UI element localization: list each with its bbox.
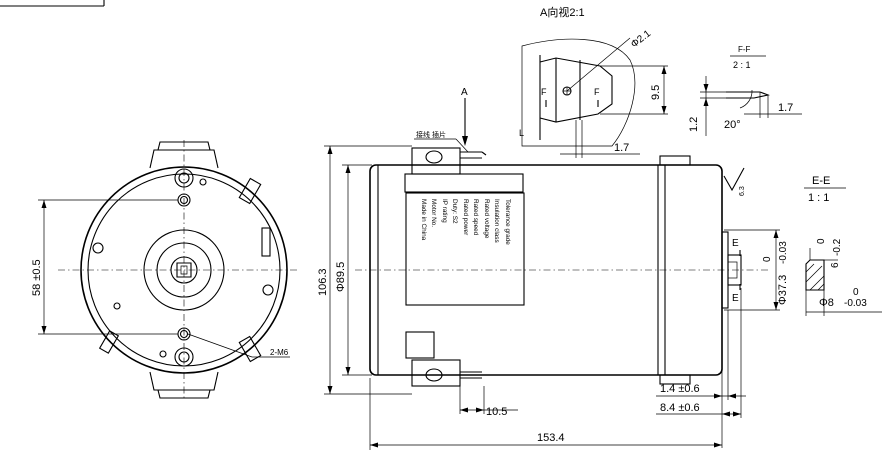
view-a-marker-f-right: F: [594, 87, 600, 97]
view-a-hole-dia: Φ2.1: [629, 28, 653, 50]
front-view: 58 ±0.5 2-M6: [31, 140, 300, 399]
pilot-dia-dim: Φ37.3: [777, 275, 789, 305]
section-ee-title: E-E: [812, 175, 830, 187]
pilot-tol-upper: 0: [762, 256, 773, 262]
view-a-detail: A向视2:1 Φ2.1 F F L 9.5 1.7: [519, 5, 668, 158]
section-ff-angle: 20°: [724, 119, 741, 131]
label-plate-line: Duty: S2: [451, 199, 459, 224]
terminal-offset-dim: 10.5: [486, 406, 507, 418]
section-e-bottom: E: [732, 293, 739, 304]
mount-spacing-dim: 58 ±0.5: [31, 259, 43, 296]
label-plate-line: Rated voltage: [483, 199, 490, 239]
label-plate-line: Rated power: [462, 199, 469, 236]
view-a-height-dim: 9.5: [650, 85, 662, 100]
label-plate-line: Rated speed: [472, 199, 480, 236]
section-ee-shaft-tol-lower: -0.03: [844, 298, 867, 309]
label-plate-line: Made in China: [420, 199, 427, 241]
overall-length-dim: 153.4: [537, 432, 565, 444]
section-ee-shaft-tol-upper: 0: [853, 287, 859, 298]
section-ee-dim-6: 6: [830, 262, 841, 268]
section-ff: F-F 2 : 1 1.2 20° 1.7: [688, 45, 802, 136]
section-e-top: E: [732, 238, 739, 249]
section-ee-tol-lower: -0.2: [832, 238, 843, 256]
shoulder-dim: 1.4 ±0.6: [660, 383, 700, 395]
section-ee-scale: 1 : 1: [808, 192, 829, 204]
roughness-symbol: 6.3: [739, 186, 746, 196]
section-ff-title: F-F: [738, 45, 751, 54]
view-arrow-label: A: [461, 87, 468, 98]
label-plate-line: Motor No.: [430, 199, 438, 228]
pilot-tol-lower: -0.03: [778, 241, 789, 264]
thread-note: 2-M6: [270, 348, 289, 357]
shaft-length-dim: 8.4 ±0.6: [660, 402, 700, 414]
title-block-fragment: [0, 0, 105, 7]
overall-height-dim: 106.3: [317, 268, 329, 296]
section-ee: E-E 1 : 1 0 -0.2 6 Φ8 0 -0.03: [804, 175, 882, 316]
body-dia-dim: Φ89.5: [335, 262, 347, 292]
section-ee-tol-upper: 0: [816, 238, 827, 244]
section-ee-shaft-dia: Φ8: [819, 297, 834, 309]
terminal-label: 接线 插片: [416, 130, 446, 139]
label-plate-line: Tolerance grade: [504, 199, 511, 245]
view-a-width-dim: 1.7: [614, 142, 629, 154]
label-plate-line: Insulation class: [493, 199, 501, 243]
label-plate-line: IP rating: [441, 199, 448, 223]
view-a-title: A向视2:1: [540, 5, 585, 19]
section-ff-scale: 2 : 1: [733, 60, 751, 70]
section-ff-height: 1.2: [688, 117, 700, 132]
view-a-marker-l: L: [519, 128, 524, 138]
section-ff-width: 1.7: [778, 102, 793, 114]
side-view: A 接线 插片 106.3 Φ89.5 6.3 E E Φ37.: [317, 87, 789, 450]
view-a-marker-f-left: F: [541, 87, 547, 97]
